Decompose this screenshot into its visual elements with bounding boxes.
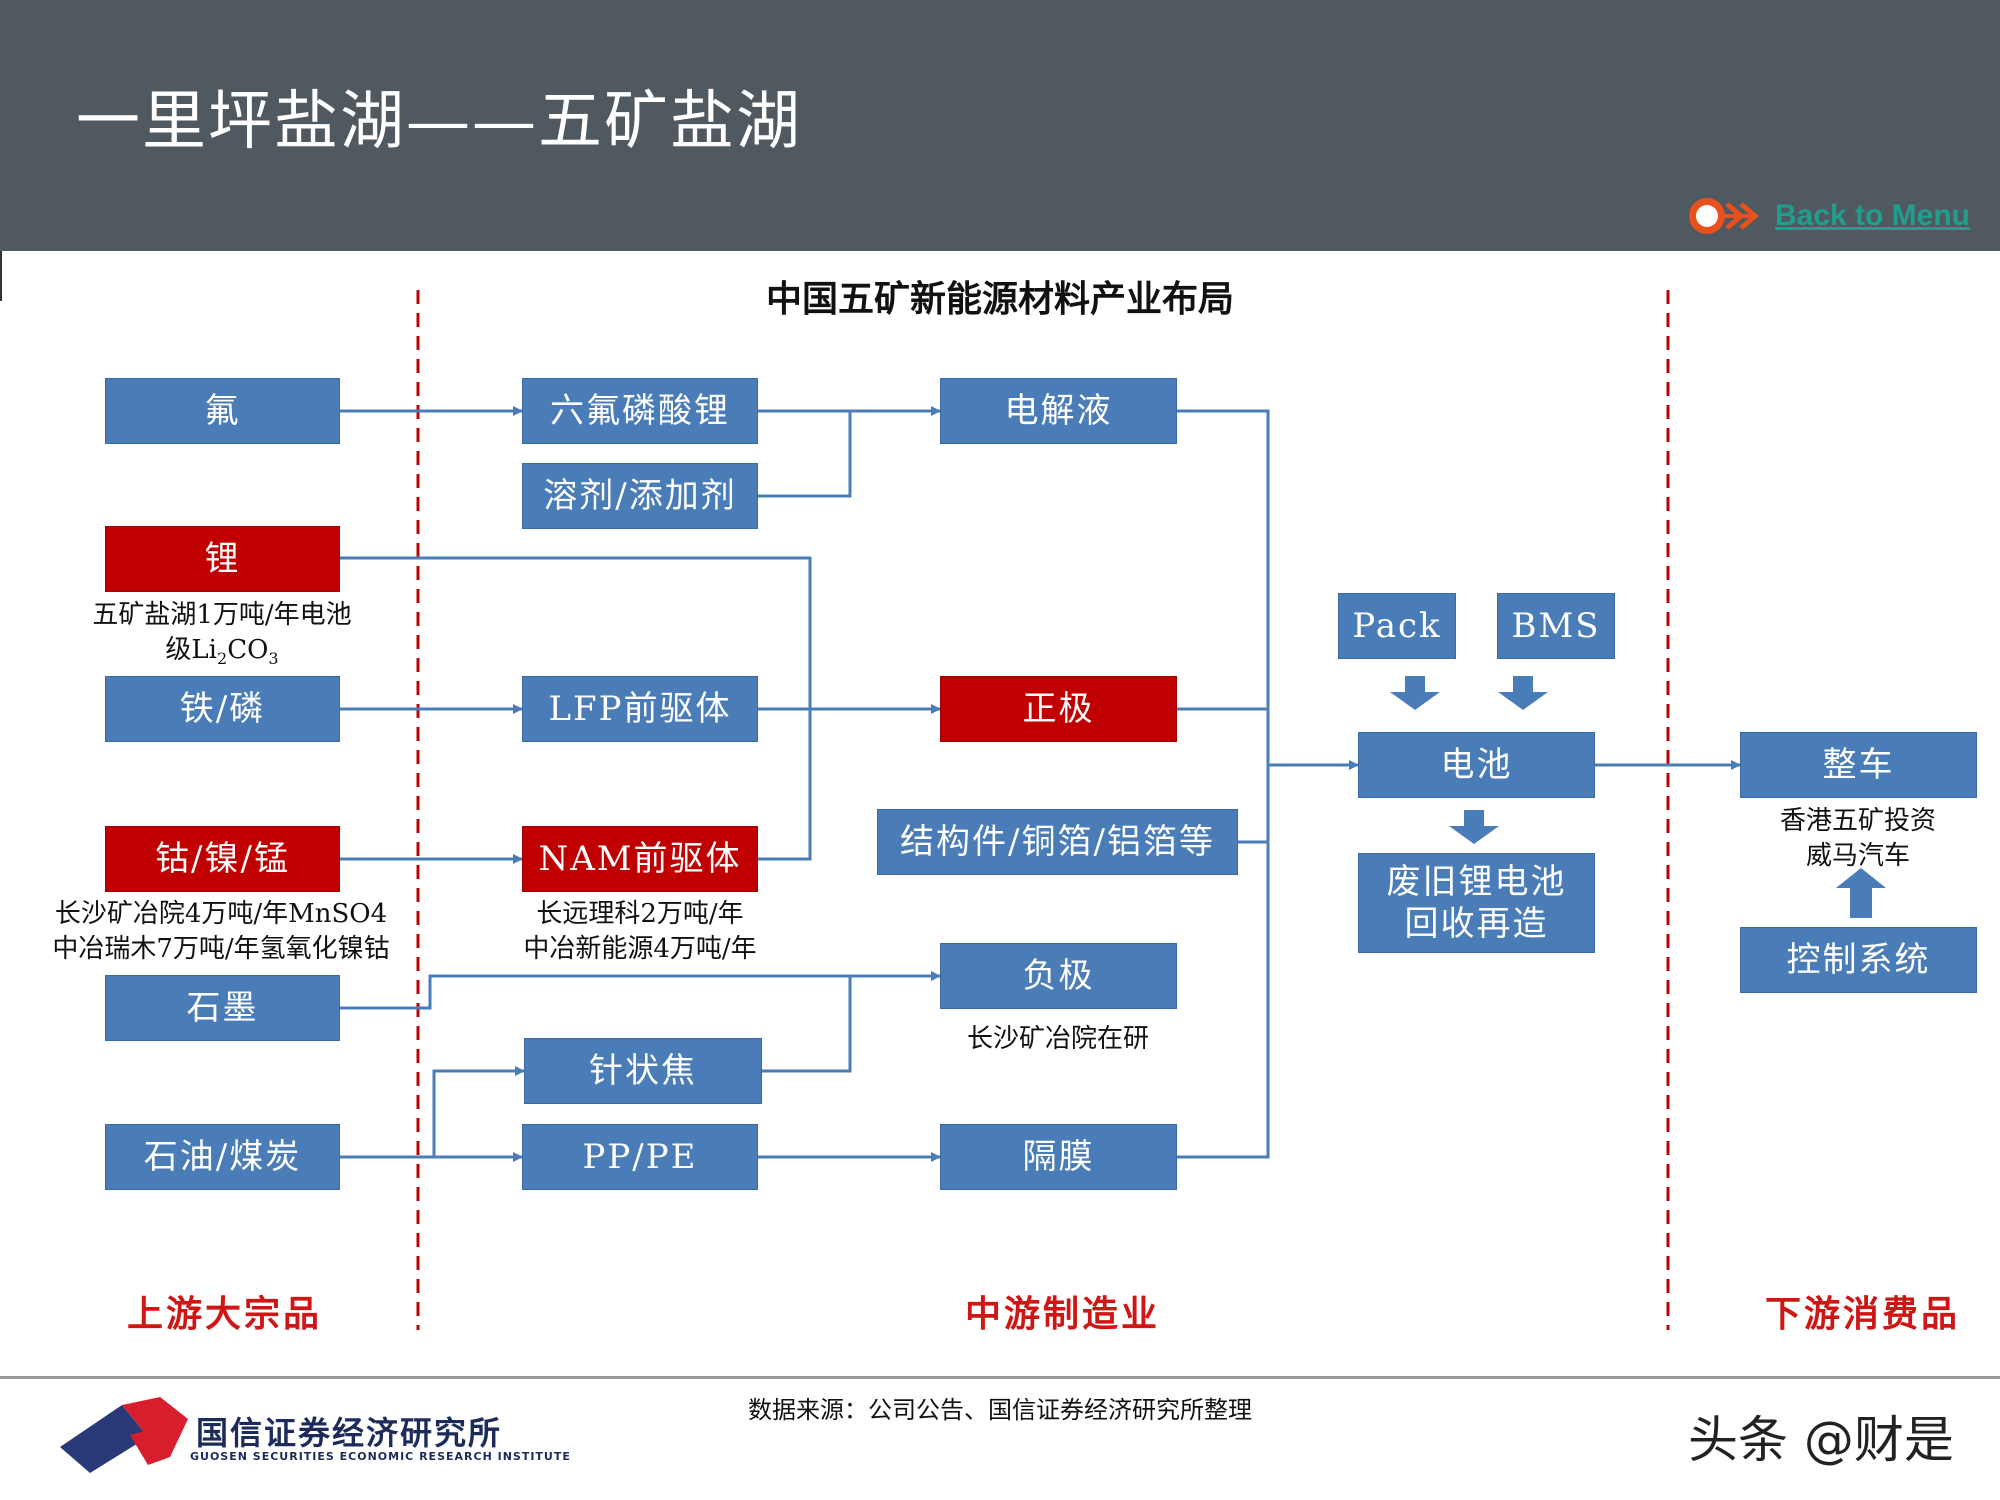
arrow-pack-battery xyxy=(1390,676,1440,710)
page-title: 一里坪盐湖——五矿盐湖 xyxy=(76,85,802,159)
box-electrolyte: 电解液 xyxy=(940,378,1177,444)
arrow-bms-battery xyxy=(1498,676,1548,710)
box-fluorine: 氟 xyxy=(105,378,340,444)
left-edge-mark xyxy=(0,251,2,301)
box-separator: 隔膜 xyxy=(940,1124,1177,1190)
footer-divider xyxy=(0,1376,2000,1379)
arrow-control-vehicle xyxy=(1836,868,1886,918)
back-to-menu-link[interactable]: Back to Menu xyxy=(1687,196,1970,236)
note-nam: 长远理科2万吨/年 中冶新能源4万吨/年 xyxy=(523,899,757,965)
note-lithium: 五矿盐湖1万吨/年电池 级Li2CO3 xyxy=(92,600,352,669)
watermark: 头条 @财是 xyxy=(1688,1411,1954,1469)
box-lipf6: 六氟磷酸锂 xyxy=(522,378,758,444)
stage-upstream: 上游大宗品 xyxy=(127,1293,323,1335)
note-vehicle: 香港五矿投资 威马汽车 xyxy=(1779,806,1936,872)
box-structural: 结构件/铜箔/铝箔等 xyxy=(877,809,1238,875)
diagram-title: 中国五矿新能源材料产业布局 xyxy=(765,278,1234,320)
edge-graphite-anode xyxy=(340,971,941,1010)
note-cnm: 长沙矿冶院4万吨/年MnSO4 中冶瑞木7万吨/年氢氧化镍钴 xyxy=(52,899,390,965)
edge-petro-coke xyxy=(432,1066,525,1157)
box-bms: BMS xyxy=(1497,593,1615,659)
box-vehicle: 整车 xyxy=(1740,732,1977,798)
stage-downstream: 下游消费品 xyxy=(1765,1293,1961,1335)
box-battery: 电池 xyxy=(1358,732,1595,798)
box-anode: 负极 xyxy=(940,943,1177,1009)
arrow-icon xyxy=(1688,198,1759,234)
header-bar: 一里坪盐湖——五矿盐湖 Back to Menu xyxy=(0,0,2000,251)
logo-text: 国信证券经济研究所 xyxy=(196,1414,503,1452)
box-cathode: 正极 xyxy=(940,676,1177,742)
logo-subtitle: GUOSEN SECURITIES ECONOMIC RESEARCH INST… xyxy=(190,1450,571,1463)
box-lfp-precursor: LFP前驱体 xyxy=(522,676,758,742)
box-cobalt-nickel-manganese: 钴/镍/锰 xyxy=(105,826,340,892)
back-to-menu-label[interactable]: Back to Menu xyxy=(1774,199,1970,232)
stage-midstream: 中游制造业 xyxy=(965,1293,1161,1335)
box-petroleum-coal: 石油/煤炭 xyxy=(105,1124,340,1190)
edge-electrolyte-bus xyxy=(1177,409,1270,1159)
box-lithium: 锂 xyxy=(105,526,340,592)
edge-coke-anode xyxy=(762,976,852,1073)
edge-solvent-electrolyte xyxy=(758,411,852,498)
box-pack: Pack xyxy=(1338,593,1456,659)
box-nam-precursor: NAM前驱体 xyxy=(522,826,758,892)
arrow-battery-recycle xyxy=(1449,810,1499,844)
box-solvent: 溶剂/添加剂 xyxy=(522,463,758,529)
note-anode: 长沙矿冶院在研 xyxy=(966,1024,1149,1054)
source-note: 数据来源：公司公告、国信证券经济研究所整理 xyxy=(748,1396,1252,1424)
box-recycling: 废旧锂电池 回收再造 xyxy=(1358,853,1595,953)
box-needle-coke: 针状焦 xyxy=(524,1038,762,1104)
box-control-system: 控制系统 xyxy=(1740,927,1977,993)
guosen-logo-icon xyxy=(60,1397,188,1473)
box-iron-phosphorus: 铁/磷 xyxy=(105,676,340,742)
box-pp-pe: PP/PE xyxy=(522,1124,758,1190)
box-graphite: 石墨 xyxy=(105,975,340,1041)
